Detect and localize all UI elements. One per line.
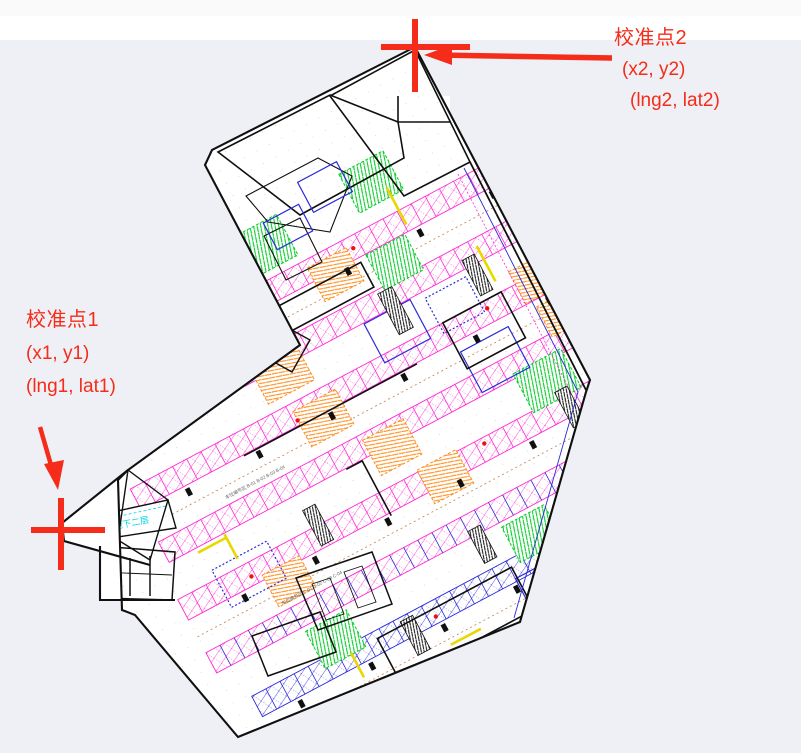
calibration-point-1-geo-coords: (lng1, lat1) [26,376,116,397]
calibration-point-1-pixel-coords: (x1, y1) [26,343,90,364]
calibration-point-1-title: 校准点1 [26,309,100,331]
calibration-point-2-geo-coords: (lng2, lat2) [630,90,720,111]
calibration-point-2-pixel-coords: (x2, y2) [622,59,686,80]
calibration-point-1-annotation: 校准点1 (x1, y1) (lng1, lat1) [26,310,116,396]
background-white-strip [0,16,801,40]
calibration-point-2-annotation: 校准点2 (x2, y2) (lng2, lat2) [614,28,720,110]
calibration-point-2-title: 校准点2 [614,27,688,49]
svg-text:车位编号区 A-01 A-02 A-03 A-04: 车位编号区 A-01 A-02 A-03 A-04 [168,358,230,395]
background-top-strip [0,0,801,16]
